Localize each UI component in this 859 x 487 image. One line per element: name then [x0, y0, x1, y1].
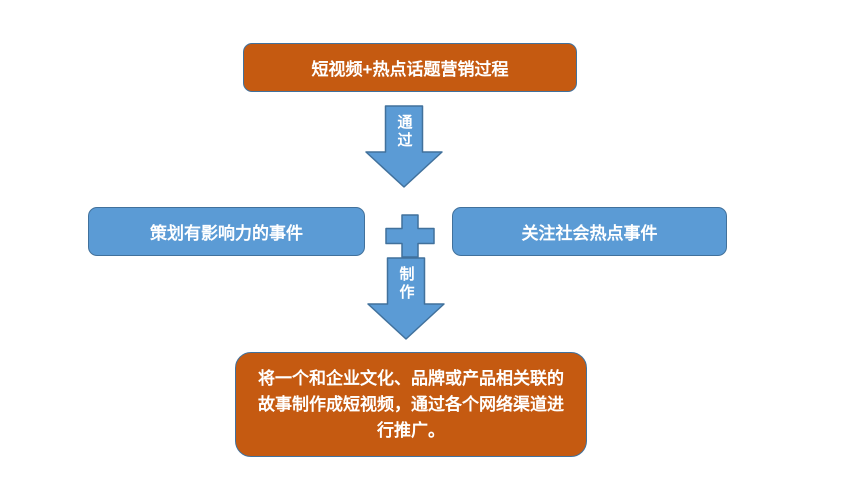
plan-events-box: 策划有影响力的事件 [88, 207, 365, 256]
hot-topics-label: 关注社会热点事件 [521, 224, 658, 243]
down-arrow-icon [367, 257, 445, 340]
process-title-label: 短视频+热点话题营销过程 [311, 60, 509, 79]
result-description-box: 将一个和企业文化、品牌或产品相关联的故事制作成短视频，通过各个网络渠道进行推广。 [235, 352, 587, 457]
process-title-box: 短视频+热点话题营销过程 [243, 43, 577, 92]
down-arrow-icon [365, 105, 443, 188]
result-description-label: 将一个和企业文化、品牌或产品相关联的故事制作成短视频，通过各个网络渠道进行推广。 [258, 368, 564, 440]
hot-topics-box: 关注社会热点事件 [452, 207, 727, 256]
plan-events-label: 策划有影响力的事件 [150, 224, 303, 243]
plus-icon [385, 214, 435, 258]
